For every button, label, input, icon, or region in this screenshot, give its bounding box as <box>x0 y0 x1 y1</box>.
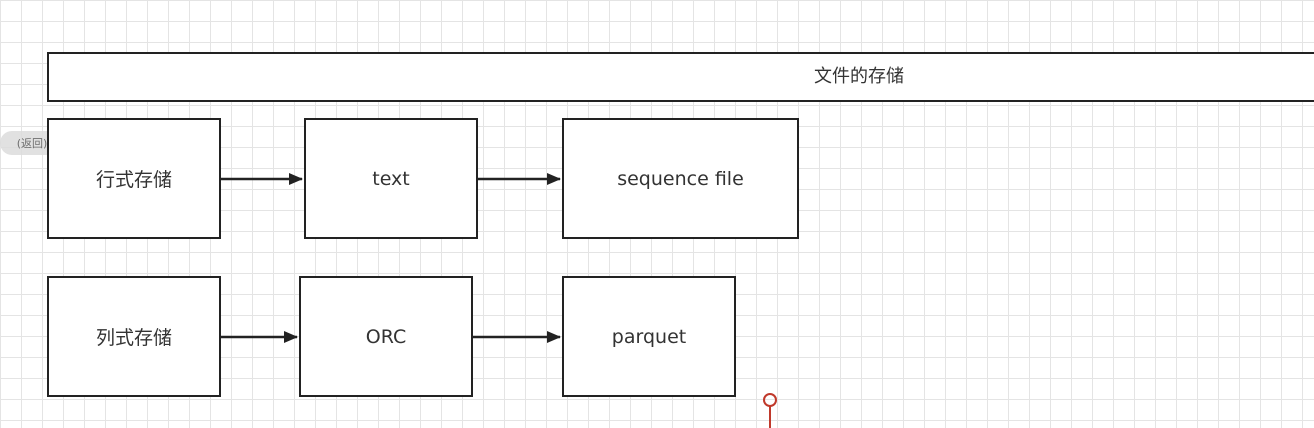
text-format-node[interactable]: text <box>304 118 478 239</box>
column-storage-node[interactable]: 列式存储 <box>47 276 221 397</box>
pin-icon[interactable] <box>762 392 778 428</box>
row-storage-node[interactable]: 行式存储 <box>47 118 221 239</box>
storage-header-label: 文件的存储 <box>814 66 904 87</box>
parquet-format-node[interactable]: parquet <box>562 276 736 397</box>
sequence-file-node[interactable]: sequence file <box>562 118 799 239</box>
storage-header-box[interactable]: 文件的存储 <box>47 52 1314 102</box>
orc-format-node[interactable]: ORC <box>299 276 473 397</box>
